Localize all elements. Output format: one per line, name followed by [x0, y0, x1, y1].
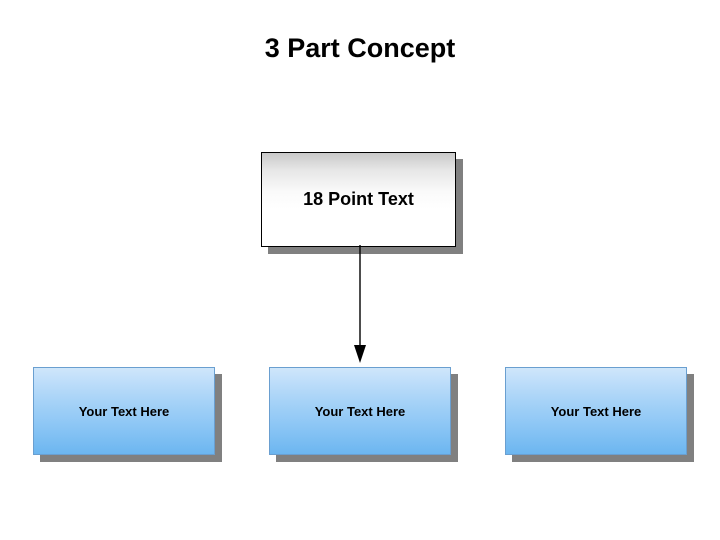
bottom-box-2-label: Your Text Here [314, 403, 406, 419]
bottom-box-2[interactable]: Your Text Here [269, 367, 451, 455]
top-box[interactable]: 18 Point Text [261, 152, 456, 247]
bottom-box-1-label: Your Text Here [78, 403, 170, 419]
page-title: 3 Part Concept [264, 33, 456, 63]
arrow-down-icon [354, 245, 366, 363]
bottom-box-1[interactable]: Your Text Here [33, 367, 215, 455]
top-box-label: 18 Point Text [303, 189, 414, 209]
bottom-box-3[interactable]: Your Text Here [505, 367, 687, 455]
bottom-box-3-label: Your Text Here [550, 403, 642, 419]
